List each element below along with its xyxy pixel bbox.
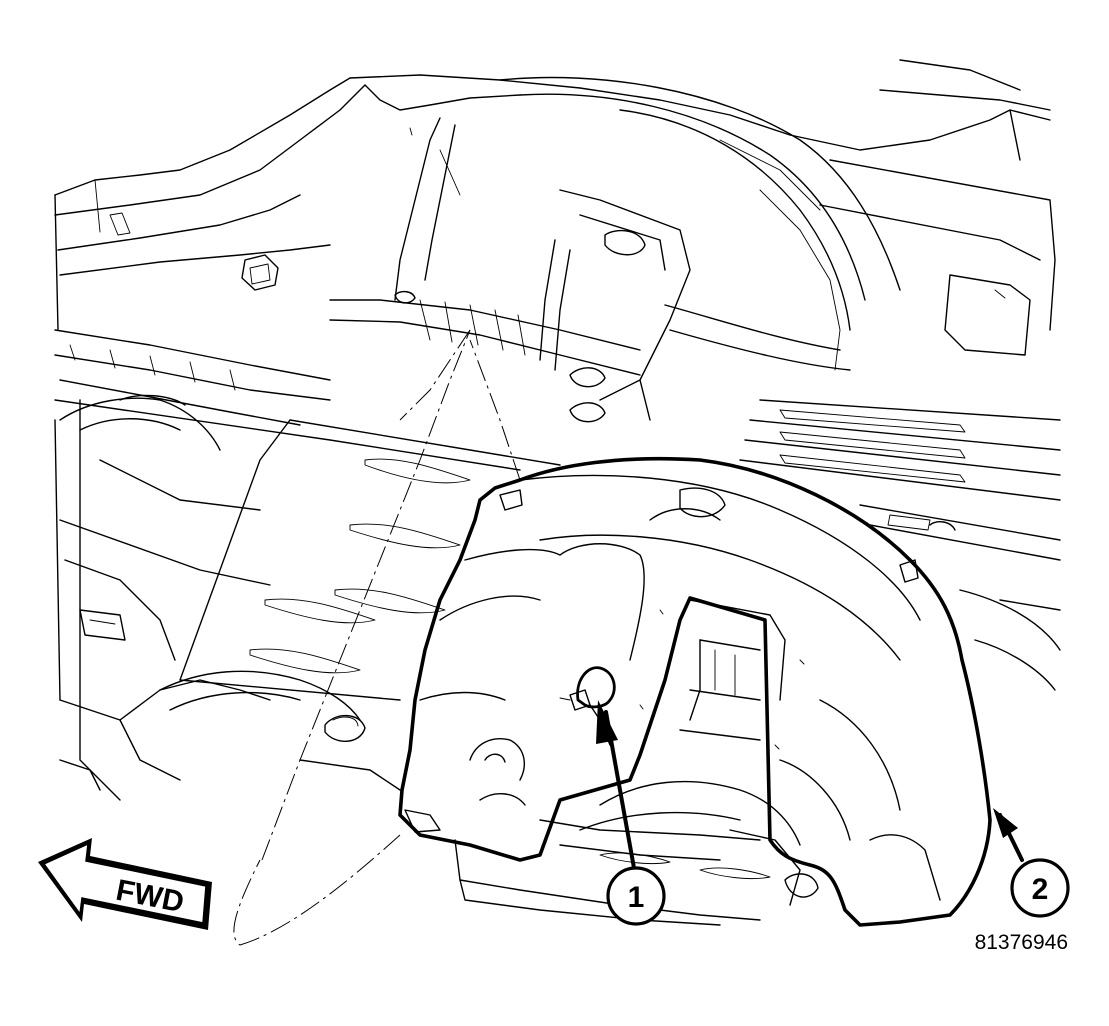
callout-1-number: 1 xyxy=(628,881,645,914)
wheelhouse-liner xyxy=(233,329,992,946)
figure-number: 81376946 xyxy=(975,931,1068,954)
callout-1: 1 xyxy=(596,700,666,926)
callout-1-arrowhead xyxy=(596,700,618,744)
vehicle-body-structure xyxy=(54,59,1061,926)
fwd-direction-arrow: FWD xyxy=(38,838,212,930)
callout-2: 2 xyxy=(993,808,1070,918)
callout-1-circle xyxy=(606,866,666,926)
callout-2-circle xyxy=(1010,858,1070,918)
callout-2-number: 2 xyxy=(1032,873,1049,906)
callout-2-arrowhead xyxy=(993,808,1018,838)
